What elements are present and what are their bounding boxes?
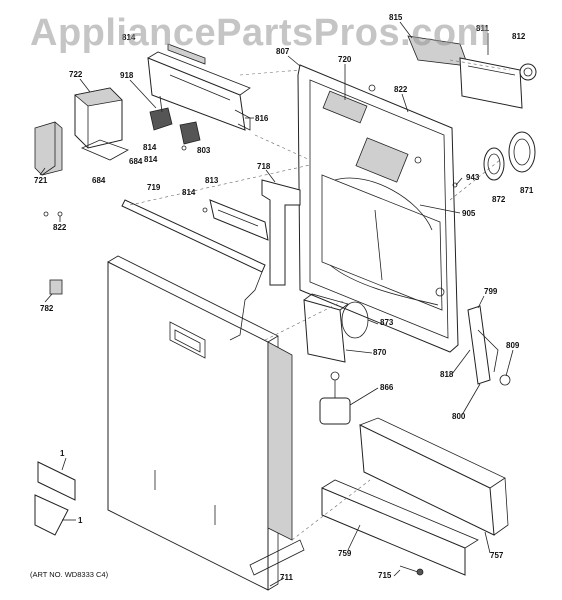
screws xyxy=(43,145,458,217)
outer-door-panel xyxy=(107,255,305,591)
watermark: AppliancePartsPros.com xyxy=(30,12,491,54)
callout-720: 720 xyxy=(338,55,352,64)
callout-labels: 815 811 812 814 720 807 722 918 822 816 … xyxy=(34,13,534,582)
callout-715: 715 xyxy=(378,571,392,580)
callout-866: 866 xyxy=(380,383,394,392)
kick-panel xyxy=(359,417,509,536)
callout-814-top: 814 xyxy=(122,33,136,42)
callout-871: 871 xyxy=(520,186,534,195)
handle-strip xyxy=(121,199,266,341)
callout-816: 816 xyxy=(255,114,269,123)
callout-822-left: 822 xyxy=(53,223,67,232)
detergent-housing xyxy=(74,87,129,161)
callout-799: 799 xyxy=(484,287,498,296)
callout-684-a: 684 xyxy=(129,157,143,166)
callout-918: 918 xyxy=(120,71,134,80)
callout-813: 813 xyxy=(205,176,219,185)
callout-719: 719 xyxy=(147,183,161,192)
inner-door-liner xyxy=(297,64,459,353)
part-803 xyxy=(179,121,201,145)
callout-684-b: 684 xyxy=(92,176,106,185)
part-866 xyxy=(319,371,351,425)
callout-814-mid: 814 xyxy=(143,143,157,152)
part-715 xyxy=(399,565,424,576)
hinge-assembly xyxy=(467,305,511,386)
callout-870: 870 xyxy=(373,348,387,357)
art-number: (ART NO. WD8333 C4) xyxy=(30,570,109,579)
callout-1-bottom: 1 xyxy=(78,516,83,525)
callout-905: 905 xyxy=(462,209,476,218)
callout-803: 803 xyxy=(197,146,211,155)
callout-814-c: 814 xyxy=(144,155,158,164)
callout-807: 807 xyxy=(276,47,290,56)
part-918 xyxy=(149,95,173,131)
part-813 xyxy=(209,199,269,241)
callout-757: 757 xyxy=(490,551,504,560)
vent-module xyxy=(407,35,523,109)
part-812 xyxy=(519,63,537,81)
gaskets xyxy=(483,131,536,181)
callout-873: 873 xyxy=(380,318,394,327)
control-console xyxy=(147,43,251,131)
callout-721: 721 xyxy=(34,176,48,185)
toe-kick xyxy=(321,479,479,576)
callout-718: 718 xyxy=(257,162,271,171)
callout-822-right: 822 xyxy=(394,85,408,94)
callout-814-d: 814 xyxy=(182,188,196,197)
callout-759: 759 xyxy=(338,549,352,558)
leader-lines xyxy=(39,21,514,587)
part-721 xyxy=(34,121,63,176)
callout-800: 800 xyxy=(452,412,466,421)
callout-872: 872 xyxy=(492,195,506,204)
callout-1-top: 1 xyxy=(60,449,65,458)
part-782 xyxy=(49,279,63,295)
callout-782: 782 xyxy=(40,304,54,313)
callout-943: 943 xyxy=(466,173,480,182)
callout-711: 711 xyxy=(280,573,293,582)
alignment-lines xyxy=(129,59,511,541)
callout-722: 722 xyxy=(69,70,83,79)
callout-809: 809 xyxy=(506,341,520,350)
callout-815: 815 xyxy=(389,13,403,22)
callout-811: 811 xyxy=(476,24,489,33)
part-718 xyxy=(261,179,301,286)
callout-818: 818 xyxy=(440,370,454,379)
label-cards xyxy=(34,461,76,536)
callout-812: 812 xyxy=(512,32,526,41)
